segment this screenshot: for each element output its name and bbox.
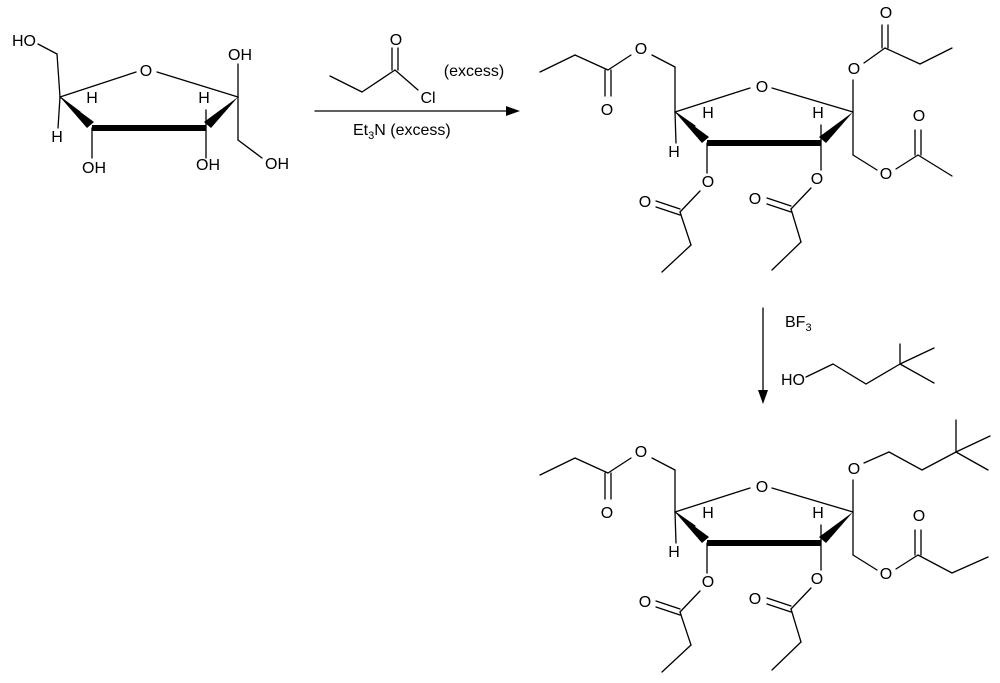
step2-reagents: BF3 HO <box>758 307 935 404</box>
c5-hydrogen-up-label: H <box>86 90 98 107</box>
ring-oxygen-label: O <box>756 479 768 496</box>
c2-carbonyl-oxygen-label: O <box>880 5 892 22</box>
c4-ester-oxygen-label: O <box>702 174 714 191</box>
starting-fructofuranose: O HO OH OH OH OH H H H <box>12 33 289 177</box>
base-label: Et3N (excess) <box>353 122 451 142</box>
c3-ester-oxygen-label: O <box>811 171 823 188</box>
step2-arrowhead <box>758 390 768 404</box>
c5-hydrogen-up-label: H <box>702 505 714 522</box>
c5-hydrogen-down-label: H <box>668 544 680 561</box>
step1-arrowhead <box>506 106 520 116</box>
c3-carbonyl-oxygen-label: O <box>749 591 761 608</box>
lewis-acid-label: BF3 <box>785 314 812 334</box>
c3-carbonyl-oxygen-label: O <box>749 191 761 208</box>
c1-carbonyl-oxygen-label: O <box>913 108 925 125</box>
excess-note: (excess) <box>444 63 504 80</box>
c1-ester-oxygen-label: O <box>880 166 892 183</box>
c5-hydrogen-down-label: H <box>668 144 680 161</box>
intermediate-pentaester: O H H H O O O O O O <box>539 5 953 273</box>
ring-oxygen-label: O <box>140 63 152 80</box>
c6-ester-oxygen-label: O <box>635 444 647 461</box>
c4-carbonyl-oxygen-label: O <box>639 594 651 611</box>
c2-hydrogen-label: H <box>198 90 210 107</box>
c5-hydrogen-down-label: H <box>51 129 63 146</box>
c2-hydrogen-label: H <box>812 505 824 522</box>
c1-carbonyl-oxygen-label: O <box>913 508 925 525</box>
product-glycoside: O H H H O O O O O <box>539 419 991 673</box>
c5-hydrogen-up-label: H <box>702 105 714 122</box>
c2-ester-oxygen-label: O <box>848 61 860 78</box>
c6-ester-oxygen-label: O <box>635 41 647 58</box>
acyl-oxygen-label: O <box>390 32 402 49</box>
c3-hydroxyl-label: OH <box>196 157 220 174</box>
c2-hydrogen-label: H <box>812 105 824 122</box>
c4-hydroxyl-label: OH <box>82 160 106 177</box>
c1-hydroxyl-label: OH <box>265 156 289 173</box>
c2-hydroxyl-label: OH <box>228 47 252 64</box>
c4-ester-oxygen-label: O <box>702 574 714 591</box>
c6-carbonyl-oxygen-label: O <box>601 505 613 522</box>
glycoside-oxygen-label: O <box>848 461 860 478</box>
c4-carbonyl-oxygen-label: O <box>639 194 651 211</box>
ring-oxygen-label: O <box>756 79 768 96</box>
c6-hydroxyl-label: HO <box>12 33 36 50</box>
c6-carbonyl-oxygen-label: O <box>601 102 613 119</box>
alcohol-hydroxyl-label: HO <box>781 372 805 389</box>
c3-ester-oxygen-label: O <box>811 571 823 588</box>
c1-ester-oxygen-label: O <box>880 566 892 583</box>
acyl-chloride-label: Cl <box>420 90 435 107</box>
step1-reagents: O Cl (excess) Et3N (excess) <box>314 32 520 142</box>
